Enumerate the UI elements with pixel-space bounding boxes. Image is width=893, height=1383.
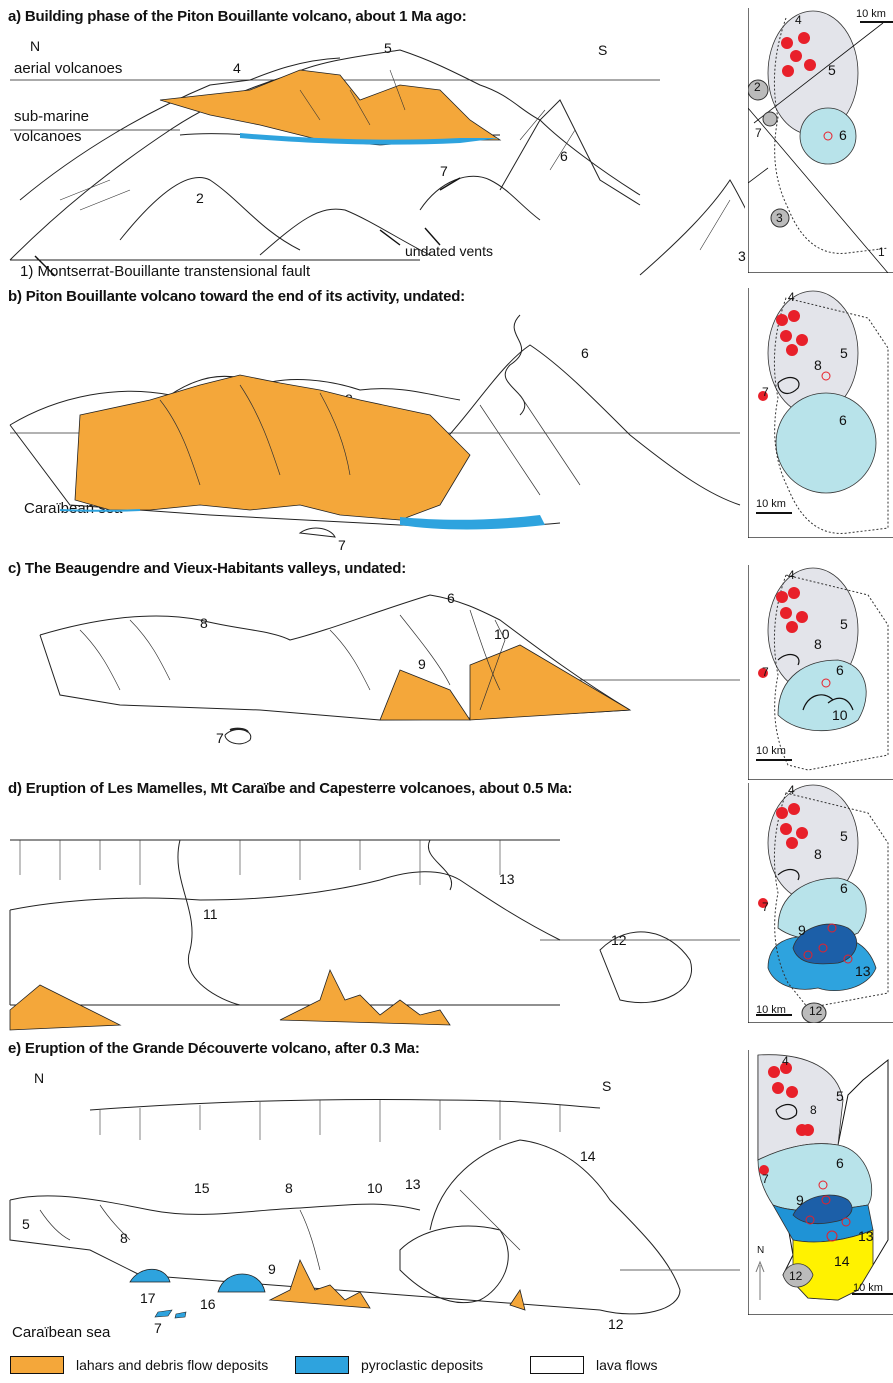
inset-e-label-13: 13 — [858, 1228, 874, 1244]
inset-c-label-6: 6 — [836, 662, 844, 678]
inset-a-label-3: 3 — [776, 211, 783, 225]
inset-d-label-8: 8 — [814, 846, 822, 862]
inset-d-label-7: 7 — [762, 900, 769, 914]
inset-a-label-2: 2 — [754, 80, 761, 94]
panel-c-sketch — [0, 580, 745, 750]
legend-item-lahars: lahars and debris flow deposits — [10, 1352, 268, 1378]
inset-d-label-13: 13 — [855, 963, 871, 979]
inset-e-label-5: 5 — [836, 1088, 844, 1104]
lahar-deposit — [270, 1260, 370, 1308]
inset-c-label-8: 8 — [814, 636, 822, 652]
panel-d-title: d) Eruption of Les Mamelles, Mt Caraïbe … — [8, 780, 572, 797]
inset-d-label-4: 4 — [788, 783, 795, 797]
inset-a-label-1: 1 — [878, 245, 885, 259]
inset-e-label-7: 7 — [762, 1172, 769, 1186]
inset-b-label-4: 4 — [788, 290, 795, 304]
inset-c-label-5: 5 — [840, 616, 848, 632]
inset-d-scale: 10 km — [756, 1004, 786, 1016]
panel-b-title: b) Piton Bouillante volcano toward the e… — [8, 288, 465, 305]
inset-c-label-4: 4 — [788, 568, 795, 582]
lahar-deposit — [75, 375, 470, 520]
inset-a-label-5: 5 — [828, 62, 836, 78]
legend-label-lahars: lahars and debris flow deposits — [76, 1357, 268, 1373]
legend-label-lava-flows: lava flows — [596, 1357, 657, 1373]
inset-a-label-4: 4 — [795, 13, 802, 27]
panel-e-sketch — [0, 1060, 745, 1350]
inset-a-label-7: 7 — [755, 126, 762, 140]
inset-e-label-14: 14 — [834, 1253, 850, 1269]
inset-b-scale: 10 km — [756, 498, 786, 510]
panel-a-inset-map — [748, 8, 893, 273]
panel-d-sketch — [0, 800, 745, 1035]
inset-c-label-10: 10 — [832, 707, 848, 723]
inset-a-scale: 10 km — [856, 8, 886, 20]
inset-a-label-6: 6 — [839, 127, 847, 143]
inset-c-label-7: 7 — [762, 665, 769, 679]
inset-d-label-6: 6 — [840, 880, 848, 896]
legend-swatch-lava-flows — [530, 1356, 584, 1374]
panel-c-title: c) The Beaugendre and Vieux-Habitants va… — [8, 560, 406, 577]
inset-b-label-8: 8 — [814, 357, 822, 373]
panel-e-title: e) Eruption of the Grande Découverte vol… — [8, 1040, 420, 1057]
legend-swatch-lahars — [10, 1356, 64, 1374]
legend-item-lava-flows: lava flows — [530, 1352, 657, 1378]
inset-e-north: N — [757, 1245, 764, 1256]
pyroclastic-deposit — [218, 1274, 265, 1292]
panel-a-sketch — [0, 30, 745, 290]
inset-d-label-5: 5 — [840, 828, 848, 844]
inset-b-label-5: 5 — [840, 345, 848, 361]
panel-d-inset-map — [748, 783, 893, 1023]
legend-item-pyroclastic: pyroclastic deposits — [295, 1352, 483, 1378]
inset-b-label-6: 6 — [839, 412, 847, 428]
legend-label-pyroclastic: pyroclastic deposits — [361, 1357, 483, 1373]
lahar-deposit — [280, 970, 450, 1025]
legend-swatch-pyroclastic — [295, 1356, 349, 1374]
inset-c-scale: 10 km — [756, 745, 786, 757]
pyroclastic-deposit — [130, 1269, 170, 1282]
panel-e-inset-map — [748, 1050, 893, 1315]
lahar-deposit — [470, 645, 630, 720]
inset-e-scale: 10 km — [853, 1282, 883, 1294]
pyroclastic-deposit — [400, 515, 545, 530]
panel-b-sketch — [0, 305, 745, 555]
inset-e-label-6: 6 — [836, 1155, 844, 1171]
inset-e-label-4: 4 — [782, 1054, 789, 1068]
lahar-deposit — [10, 985, 120, 1030]
inset-e-label-12: 12 — [789, 1269, 802, 1283]
inset-d-label-9: 9 — [798, 922, 806, 938]
inset-d-label-12: 12 — [809, 1004, 822, 1018]
inset-e-label-8: 8 — [810, 1103, 817, 1117]
inset-b-label-7: 7 — [762, 385, 769, 399]
inset-e-label-9: 9 — [796, 1192, 804, 1208]
lahar-deposit — [380, 670, 470, 720]
legend: lahars and debris flow deposits pyroclas… — [10, 1352, 740, 1378]
panel-a-title: a) Building phase of the Piton Bouillant… — [8, 8, 467, 25]
